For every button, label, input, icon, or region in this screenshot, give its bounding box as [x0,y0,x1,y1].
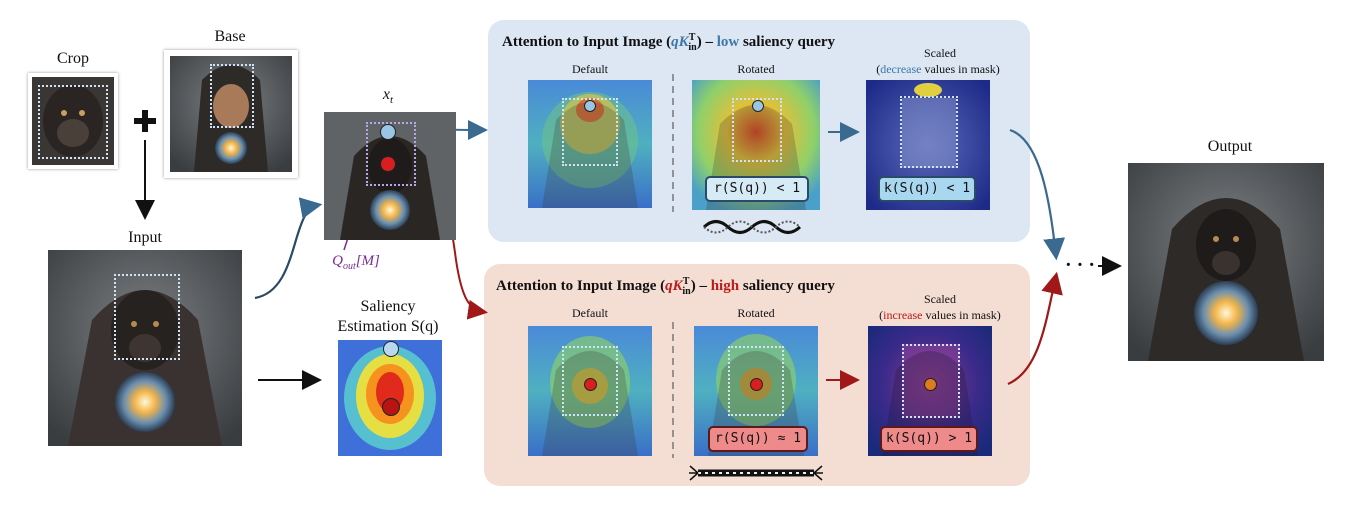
q-out-subscript: out [342,261,356,272]
saliency-high-marker [382,398,400,416]
input-image [48,250,242,446]
low-title-q: qK [671,34,689,50]
xt-image [324,112,456,240]
high-title-level: high [710,278,740,294]
high-tight-rope-icon [689,465,823,481]
crop-label: Crop [57,50,89,67]
q-out-label: Qout[M] [326,253,386,272]
input-label: Input [128,229,162,246]
high-panel-title: Attention to Input Image (qKTin) – high … [496,276,835,297]
high-default-map [528,326,652,456]
high-rotated-label: Rotated [737,306,775,320]
high-title-suffix: saliency query [739,278,835,294]
xt-symbol: x [382,86,391,103]
high-rotation-formula: r(S(q)) ≈ 1 [708,426,808,452]
q-out-symbol: Q [332,253,343,269]
saliency-low-marker [383,341,399,357]
low-title-prefix: Attention to Input Image ( [502,34,672,50]
saliency-map [338,340,442,456]
high-title-q: qK [665,278,683,294]
high-scaling-formula: k(S(q)) > 1 [880,426,978,452]
low-loose-rope-icon [702,220,802,234]
low-rotated-query [752,100,764,112]
low-rotation-formula: r(S(q)) < 1 [705,176,809,202]
high-default-query [584,378,597,391]
low-title-sub: in [688,42,697,53]
low-title-mid: ) – [696,34,717,50]
high-scaled-note: (increase values in mask) [850,308,1030,323]
plus-icon [134,110,156,132]
high-note-rest: values in mask) [922,308,1001,322]
low-default-query [584,100,596,112]
high-scaled-label: Scaled [924,292,956,306]
high-title-sub: in [682,286,691,297]
base-label: Base [214,28,246,45]
output-label: Output [1207,138,1253,155]
low-note-open: ( [876,62,881,76]
low-rotated-label: Rotated [737,62,775,76]
q-out-mask: [M] [355,253,380,269]
high-default-label: Default [572,306,608,320]
saliency-label-line1: Saliency [360,298,416,315]
ellipsis: · · · [1064,254,1095,276]
low-title-level: low [716,34,740,50]
low-note-word: decrease [880,62,922,76]
low-scaled-note: (decrease values in mask) [848,62,1028,77]
high-title-mid: ) – [690,278,711,294]
low-query-marker [380,124,396,140]
low-default-map [528,80,652,208]
output-image [1128,163,1324,361]
high-note-word: increase [883,308,923,322]
base-image [164,50,298,178]
low-scaling-formula: k(S(q)) < 1 [878,176,976,202]
high-note-open: ( [879,308,884,322]
high-scaled-query [924,378,937,391]
low-scaled-label: Scaled [924,46,956,60]
high-query-marker [380,156,396,172]
saliency-label-line2: Estimation S(q) [337,318,439,335]
low-title-sup: T [688,32,696,43]
low-default-label: Default [572,62,608,76]
crop-image [28,73,118,169]
xt-label: xt [368,86,408,106]
high-title-prefix: Attention to Input Image ( [496,278,666,294]
low-note-rest: values in mask) [921,62,1000,76]
low-panel-title: Attention to Input Image (qKTin) – low s… [502,32,835,53]
xt-subscript: t [390,94,394,107]
high-title-sup: T [682,276,690,287]
high-rotated-query [750,378,763,391]
low-title-suffix: saliency query [739,34,836,50]
